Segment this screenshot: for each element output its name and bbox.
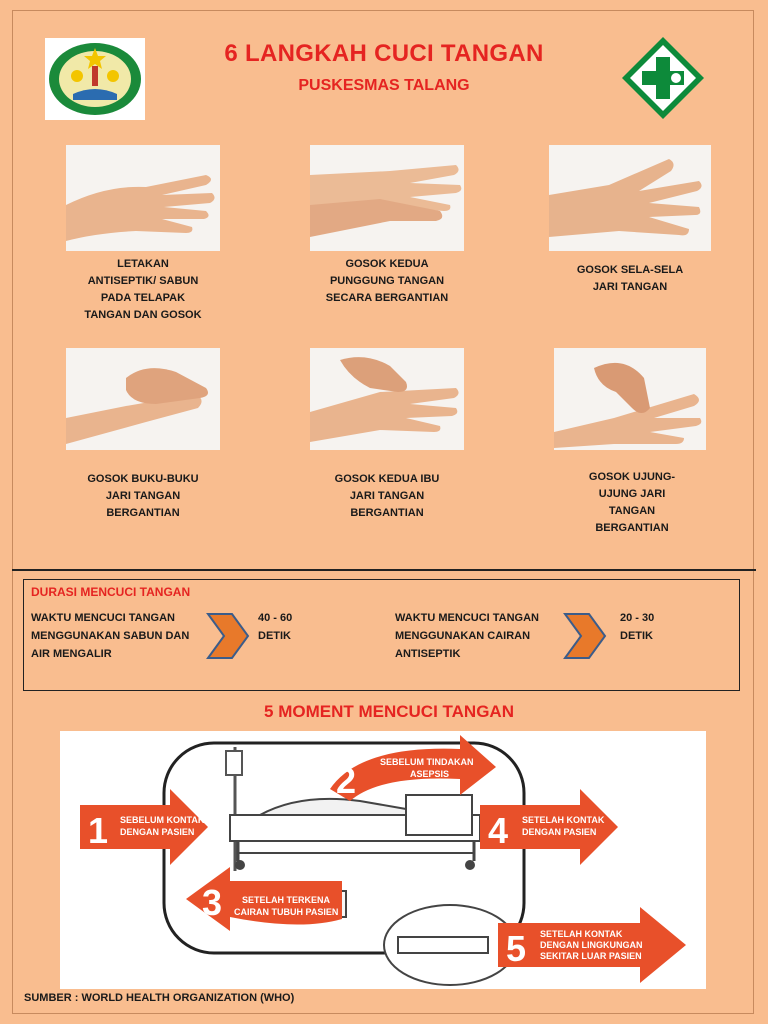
step-3-label: GOSOK SELA-SELA JARI TANGAN <box>576 264 684 293</box>
duration-title: DURASI MENCUCI TANGAN <box>31 585 191 599</box>
duration-soap-desc: WAKTU MENCUCI TANGAN MENGGUNAKAN SABUN D… <box>31 612 190 660</box>
moment-1-number: 1 <box>88 810 108 851</box>
step-2-label: GOSOK KEDUA PUNGGUNG TANGAN SECARA BERGA… <box>325 258 449 304</box>
step-4-hand-image <box>66 348 220 450</box>
moments-title: 5 MOMENT MENCUCI TANGAN <box>264 702 514 721</box>
moment-4-number: 4 <box>488 810 508 851</box>
duration-antiseptic-time: 20 - 30 DETIK <box>620 612 655 642</box>
step-5-hand-image <box>310 348 464 450</box>
moment-2-number: 2 <box>336 760 356 801</box>
moment-4-label-line2: DENGAN PASIEN <box>522 827 596 837</box>
step-3-hand-image <box>549 145 711 251</box>
chevron-right-icon <box>206 613 250 659</box>
source-footer: SUMBER : WORLD HEALTH ORGANIZATION (WHO) <box>24 992 295 1004</box>
moment-2-arrow <box>330 735 496 801</box>
duration-box <box>23 579 740 691</box>
moment-4-arrow <box>480 789 618 865</box>
page-subtitle: PUSKESMAS TALANG <box>298 77 470 94</box>
moment-5-arrow <box>498 907 686 983</box>
step-4-label: GOSOK BUKU-BUKU JARI TANGAN BERGANTIAN <box>87 473 199 519</box>
moment-5-number: 5 <box>506 928 526 969</box>
moment-3-label-line2: CAIRAN TUBUH PASIEN <box>234 907 338 917</box>
page-title: 6 LANGKAH CUCI TANGAN <box>224 40 544 67</box>
municipal-emblem-icon <box>45 38 145 120</box>
moment-1-label-line2: DENGAN PASIEN <box>120 827 194 837</box>
moment-2-label-line1: SEBELUM TINDAKAN <box>380 757 474 767</box>
moment-5-label-line3: SEKITAR LUAR PASIEN <box>540 951 642 961</box>
moment-4-label-line1: SETELAH KONTAK <box>522 815 605 825</box>
step-1-label: LETAKAN ANTISEPTIK/ SABUN PADA TELAPAK T… <box>84 258 202 321</box>
puskesmas-cross-emblem-icon <box>620 35 706 121</box>
step-6-hand-image <box>554 348 706 450</box>
step-2-hand-image <box>310 145 464 251</box>
step-1-hand-image <box>66 145 220 251</box>
section-divider <box>12 569 756 571</box>
moment-5-label-line1: SETELAH KONTAK <box>540 929 623 939</box>
duration-soap-time: 40 - 60 DETIK <box>258 612 293 642</box>
step-5-label: GOSOK KEDUA IBU JARI TANGAN BERGANTIAN <box>334 473 440 519</box>
moments-diagram: 1 SEBELUM KONTAK DENGAN PASIEN 2 SEBELUM… <box>60 731 706 989</box>
moment-1-label-line1: SEBELUM KONTAK <box>120 815 205 825</box>
step-6-label: GOSOK UJUNG- UJUNG JARI TANGAN BERGANTIA… <box>588 471 676 534</box>
moment-3-arrow <box>186 867 342 931</box>
chevron-right-icon <box>563 613 607 659</box>
duration-antiseptic-desc: WAKTU MENCUCI TANGAN MENGGUNAKAN CAIRAN … <box>395 612 540 660</box>
moment-3-label-line1: SETELAH TERKENA <box>242 895 331 905</box>
moment-5-label-line2: DENGAN LINGKUNGAN <box>540 940 643 950</box>
moment-2-label-line2: ASEPSIS <box>410 769 449 779</box>
moment-1-arrow <box>80 789 208 865</box>
moment-3-number: 3 <box>202 882 222 923</box>
poster-frame <box>12 10 754 1014</box>
